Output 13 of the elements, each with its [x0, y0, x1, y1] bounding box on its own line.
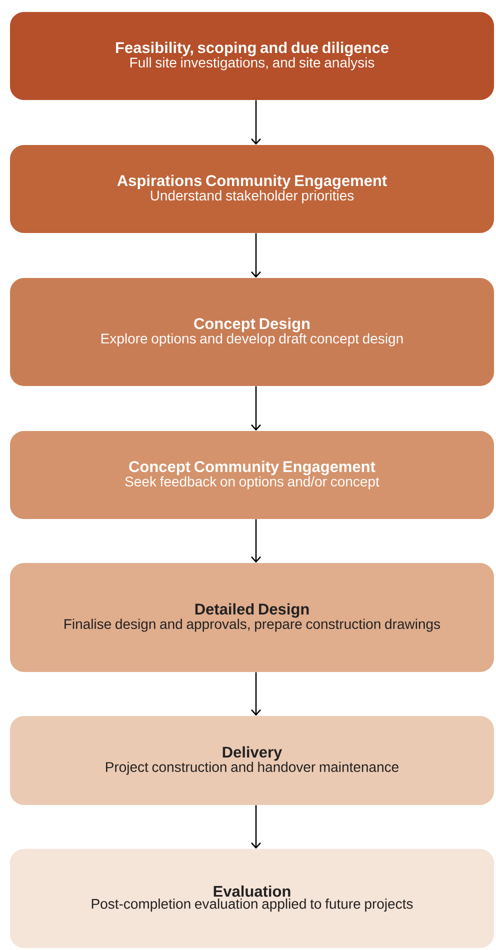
stage-box: Detailed Design Finalise design and approvals, prepare construction drawings — [10, 563, 494, 672]
stage-box: Aspirations Community Engagement Understand stakeholder priorities — [10, 145, 494, 233]
stage-box: Concept Community Engagement Seek feedback on options and/or concept — [10, 431, 494, 519]
stage-box: Evaluation Post-completion evaluation applied to future projects — [10, 849, 494, 948]
arrow — [251, 100, 261, 145]
arrow — [251, 805, 261, 849]
arrow — [251, 519, 261, 563]
stage-box: Delivery Project construction and handover maintenance — [10, 716, 494, 805]
arrow — [251, 386, 261, 431]
stage-box: Concept Design Explore options and develop draft concept design — [10, 278, 494, 386]
arrow — [251, 672, 261, 716]
stage-box: Feasibility, scoping and due diligence Full site investigations, and site analysis — [10, 12, 494, 100]
arrow — [251, 233, 261, 278]
